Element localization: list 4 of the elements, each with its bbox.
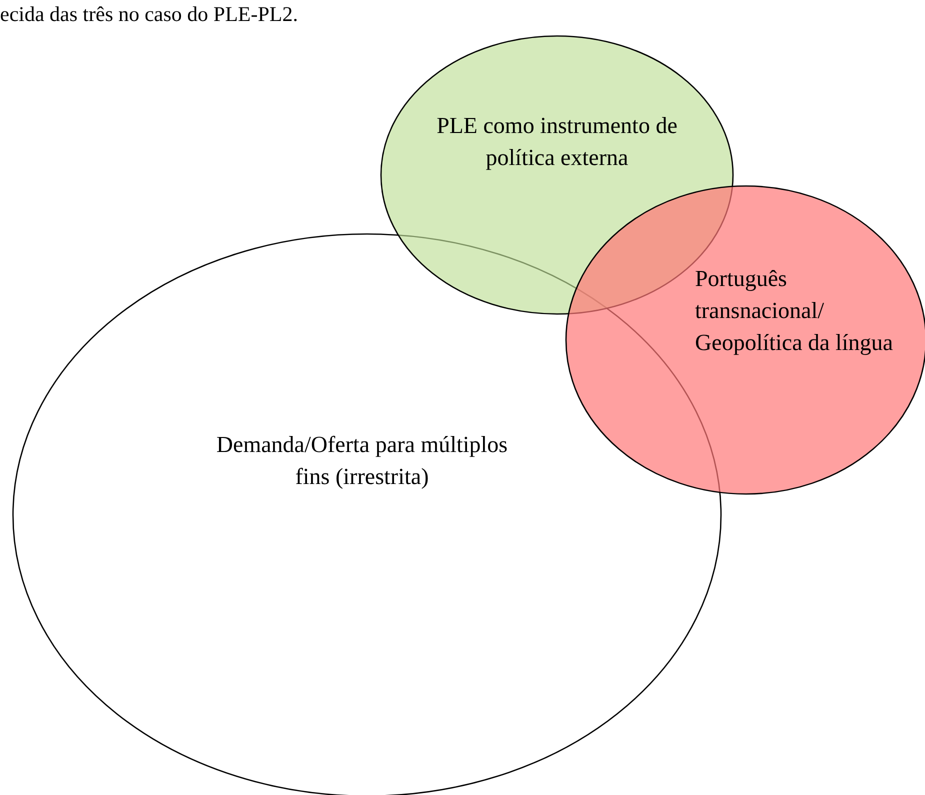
venn-label: Português transnacional/ Geopolítica da língua (695, 265, 894, 357)
venn-label: Demanda/Oferta para múltiplos fins (irrestrita) (215, 431, 509, 491)
venn-label: PLE como instrumento de política externa (436, 112, 678, 172)
caption-text: ecida das três no caso do PLE-PL2. (0, 2, 298, 27)
